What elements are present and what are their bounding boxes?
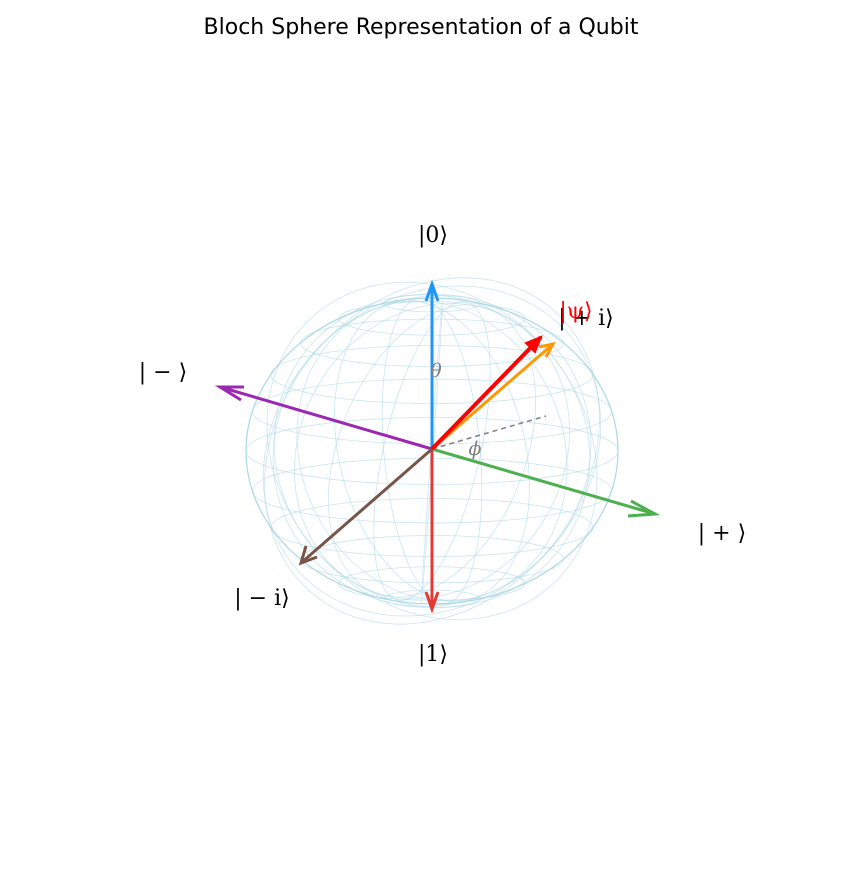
axis-one-arrowhead (424, 591, 440, 614)
axis-plus-i-line (431, 342, 554, 451)
axis-one (424, 449, 440, 614)
sphere-longitude-ring (273, 294, 591, 608)
axis-plus-i-arrowhead (538, 341, 556, 358)
psi-vector-arrowhead (524, 335, 543, 354)
label-plus: | + ⟩ (698, 521, 746, 546)
axis-minus-arrowhead (214, 385, 244, 402)
state-labels: |0⟩ |1⟩ | + ⟩ | − ⟩ | + i⟩ | − i⟩ |ψ⟩ θ … (139, 223, 746, 667)
sphere-longitude-ring (296, 300, 568, 602)
axes (214, 279, 661, 614)
sphere-longitude-ring (264, 277, 600, 625)
label-psi: |ψ⟩ (559, 299, 592, 324)
axis-minus-i (298, 447, 433, 566)
label-minus-i: | − i⟩ (234, 586, 289, 611)
axis-minus (214, 385, 433, 451)
psi-vector (430, 335, 543, 451)
sphere-longitude-ring (328, 304, 536, 598)
label-zero: |0⟩ (418, 223, 448, 248)
projection-line (431, 415, 547, 450)
axis-plus-line (431, 447, 656, 516)
label-theta: θ (430, 360, 442, 382)
sphere-longitude-ring (272, 295, 592, 607)
label-phi: ϕ (469, 438, 482, 460)
axis-minus-i-line (300, 447, 433, 565)
label-plus-i: | + i⟩ (558, 306, 613, 331)
axis-plus-arrowhead (627, 499, 661, 518)
axis-plus (431, 447, 661, 518)
psi-vector-line (430, 335, 543, 451)
label-minus: | − ⟩ (139, 360, 187, 385)
axis-plus-i (431, 341, 556, 451)
axis-minus-i-arrowhead (298, 545, 318, 566)
sphere-longitude-ring (381, 298, 483, 604)
figure-title: Bloch Sphere Representation of a Qubit (204, 15, 639, 40)
axis-zero-arrowhead (424, 279, 440, 302)
axis-minus-line (219, 385, 433, 451)
label-one: |1⟩ (418, 642, 448, 667)
sphere-longitude-ring (334, 300, 530, 602)
axis-zero (424, 279, 440, 449)
